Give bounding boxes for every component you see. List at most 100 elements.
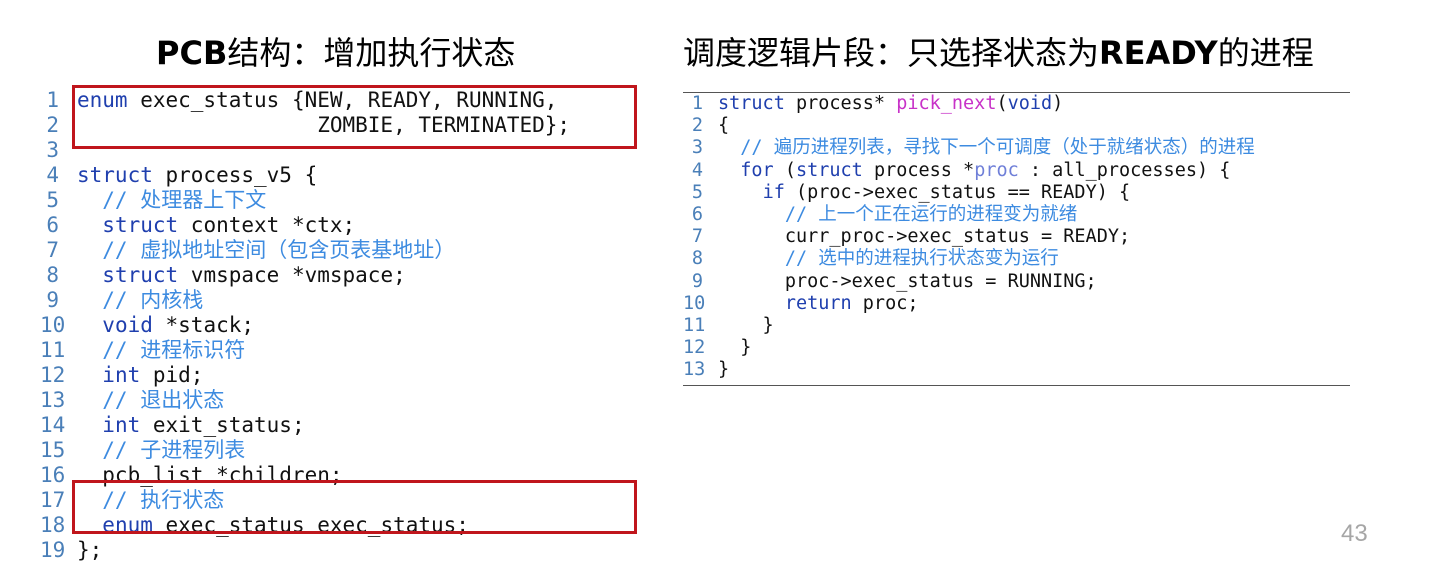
code-line: 3 (40, 138, 640, 163)
right-title-post: 的进程 (1217, 34, 1314, 72)
right-title-bold: READY (1099, 34, 1218, 72)
line-number: 10 (683, 292, 706, 314)
code-line: 13 // 退出状态 (40, 388, 640, 413)
code-token (77, 263, 102, 287)
code-line: 6 // 上一个正在运行的进程变为就绪 (683, 204, 1350, 226)
code-token: curr_proc->exec_status = READY; (718, 226, 1131, 248)
code-comment: // 执行状态 (77, 488, 225, 512)
code-token: struct (718, 93, 785, 114)
page-number: 43 (1341, 520, 1368, 547)
code-comment: // 进程标识符 (77, 338, 246, 362)
line-number: 12 (40, 363, 66, 387)
code-comment: // 子进程列表 (77, 438, 246, 462)
right-title-pre: 调度逻辑片段：只选择状态为 (683, 34, 1100, 72)
code-token: : all_processes) { (1018, 159, 1231, 181)
code-token: void (1007, 93, 1053, 114)
line-number: 9 (46, 288, 59, 312)
right-slide-title: 调度逻辑片段：只选择状态为READY的进程 (683, 28, 1314, 74)
code-token: if (762, 181, 785, 203)
code-token: for (740, 159, 774, 181)
code-token: { (718, 115, 730, 137)
code-line: 10 return proc; (683, 293, 1350, 315)
code-token: process * (862, 159, 975, 181)
left-title-rest: 结构：增加执行状态 (227, 34, 516, 72)
code-token: proc (974, 159, 1019, 181)
code-comment: // 处理器上下文 (77, 188, 267, 212)
code-token (77, 363, 102, 387)
line-number: 6 (46, 213, 59, 237)
line-number: 5 (691, 181, 703, 203)
code-token: } (718, 359, 730, 381)
code-token: } (718, 314, 774, 336)
code-line: 14 int exit_status; (40, 413, 640, 438)
line-number: 7 (691, 226, 703, 248)
code-line: 17 // 执行状态 (40, 488, 640, 513)
code-token: struct (102, 213, 179, 237)
line-number: 7 (46, 238, 59, 262)
code-line: 11 // 进程标识符 (40, 338, 640, 363)
line-number: 15 (40, 438, 66, 462)
code-line: 7 // 虚拟地址空间（包含页表基地址） (40, 238, 640, 263)
code-token: struct (77, 163, 153, 187)
code-token: ( (996, 93, 1008, 114)
line-number: 5 (46, 188, 59, 212)
line-number: 1 (46, 88, 59, 112)
code-line: 19}; (40, 538, 640, 563)
code-token: pick_next (896, 93, 997, 114)
code-line: 15 // 子进程列表 (40, 438, 640, 463)
line-number: 8 (46, 263, 59, 287)
code-line: 4 for (struct process *proc : all_proces… (683, 160, 1350, 182)
code-token: proc; (851, 292, 919, 314)
code-token: } (718, 337, 752, 359)
code-line: 16 pcb_list *children; (40, 463, 640, 488)
code-token (77, 413, 102, 437)
code-token: enum (77, 88, 128, 112)
code-token (77, 213, 102, 237)
code-comment: // 选中的进程执行状态变为运行 (718, 248, 1059, 270)
code-token: struct (102, 263, 179, 287)
code-token: pid; (140, 363, 204, 387)
code-token: return (784, 292, 852, 314)
line-number: 11 (40, 338, 66, 362)
code-line: 2 ZOMBIE, TERMINATED}; (40, 113, 640, 138)
code-line: 9 proc->exec_status = RUNNING; (683, 271, 1350, 293)
code-token: int (102, 413, 141, 437)
code-token: ZOMBIE, TERMINATED}; (77, 113, 571, 137)
line-number: 16 (40, 463, 66, 487)
left-title-bold: PCB (156, 34, 228, 72)
code-token (77, 313, 102, 337)
line-number: 11 (683, 314, 706, 336)
line-number: 8 (691, 248, 703, 270)
line-number: 17 (40, 488, 66, 512)
line-number: 13 (40, 388, 66, 412)
code-comment: // 虚拟地址空间（包含页表基地址） (77, 238, 456, 262)
left-slide-title: PCB结构：增加执行状态 (156, 28, 515, 74)
code-line: 10 void *stack; (40, 313, 640, 338)
code-line: 13} (683, 359, 1350, 381)
line-number: 4 (691, 159, 703, 181)
code-token: proc->exec_status = RUNNING; (718, 270, 1097, 292)
line-number: 6 (691, 203, 703, 225)
code-line: 9 // 内核栈 (40, 288, 640, 313)
code-token: int (102, 363, 141, 387)
line-number: 1 (691, 93, 703, 114)
code-line: 5 // 处理器上下文 (40, 188, 640, 213)
code-token: }; (77, 538, 103, 562)
code-comment: // 遍历进程列表，寻找下一个可调度（处于就绪状态）的进程 (718, 137, 1255, 159)
code-line: 8 struct vmspace *vmspace; (40, 263, 640, 288)
line-number: 10 (40, 313, 66, 337)
line-number: 12 (683, 337, 706, 359)
code-line: 2{ (683, 115, 1350, 137)
code-line: 6 struct context *ctx; (40, 213, 640, 238)
code-token (718, 293, 785, 314)
code-token: struct (795, 159, 863, 181)
line-number: 2 (46, 113, 59, 137)
code-token: *stack; (152, 313, 255, 337)
code-comment: // 退出状态 (77, 388, 225, 412)
code-line: 12 } (683, 337, 1350, 359)
